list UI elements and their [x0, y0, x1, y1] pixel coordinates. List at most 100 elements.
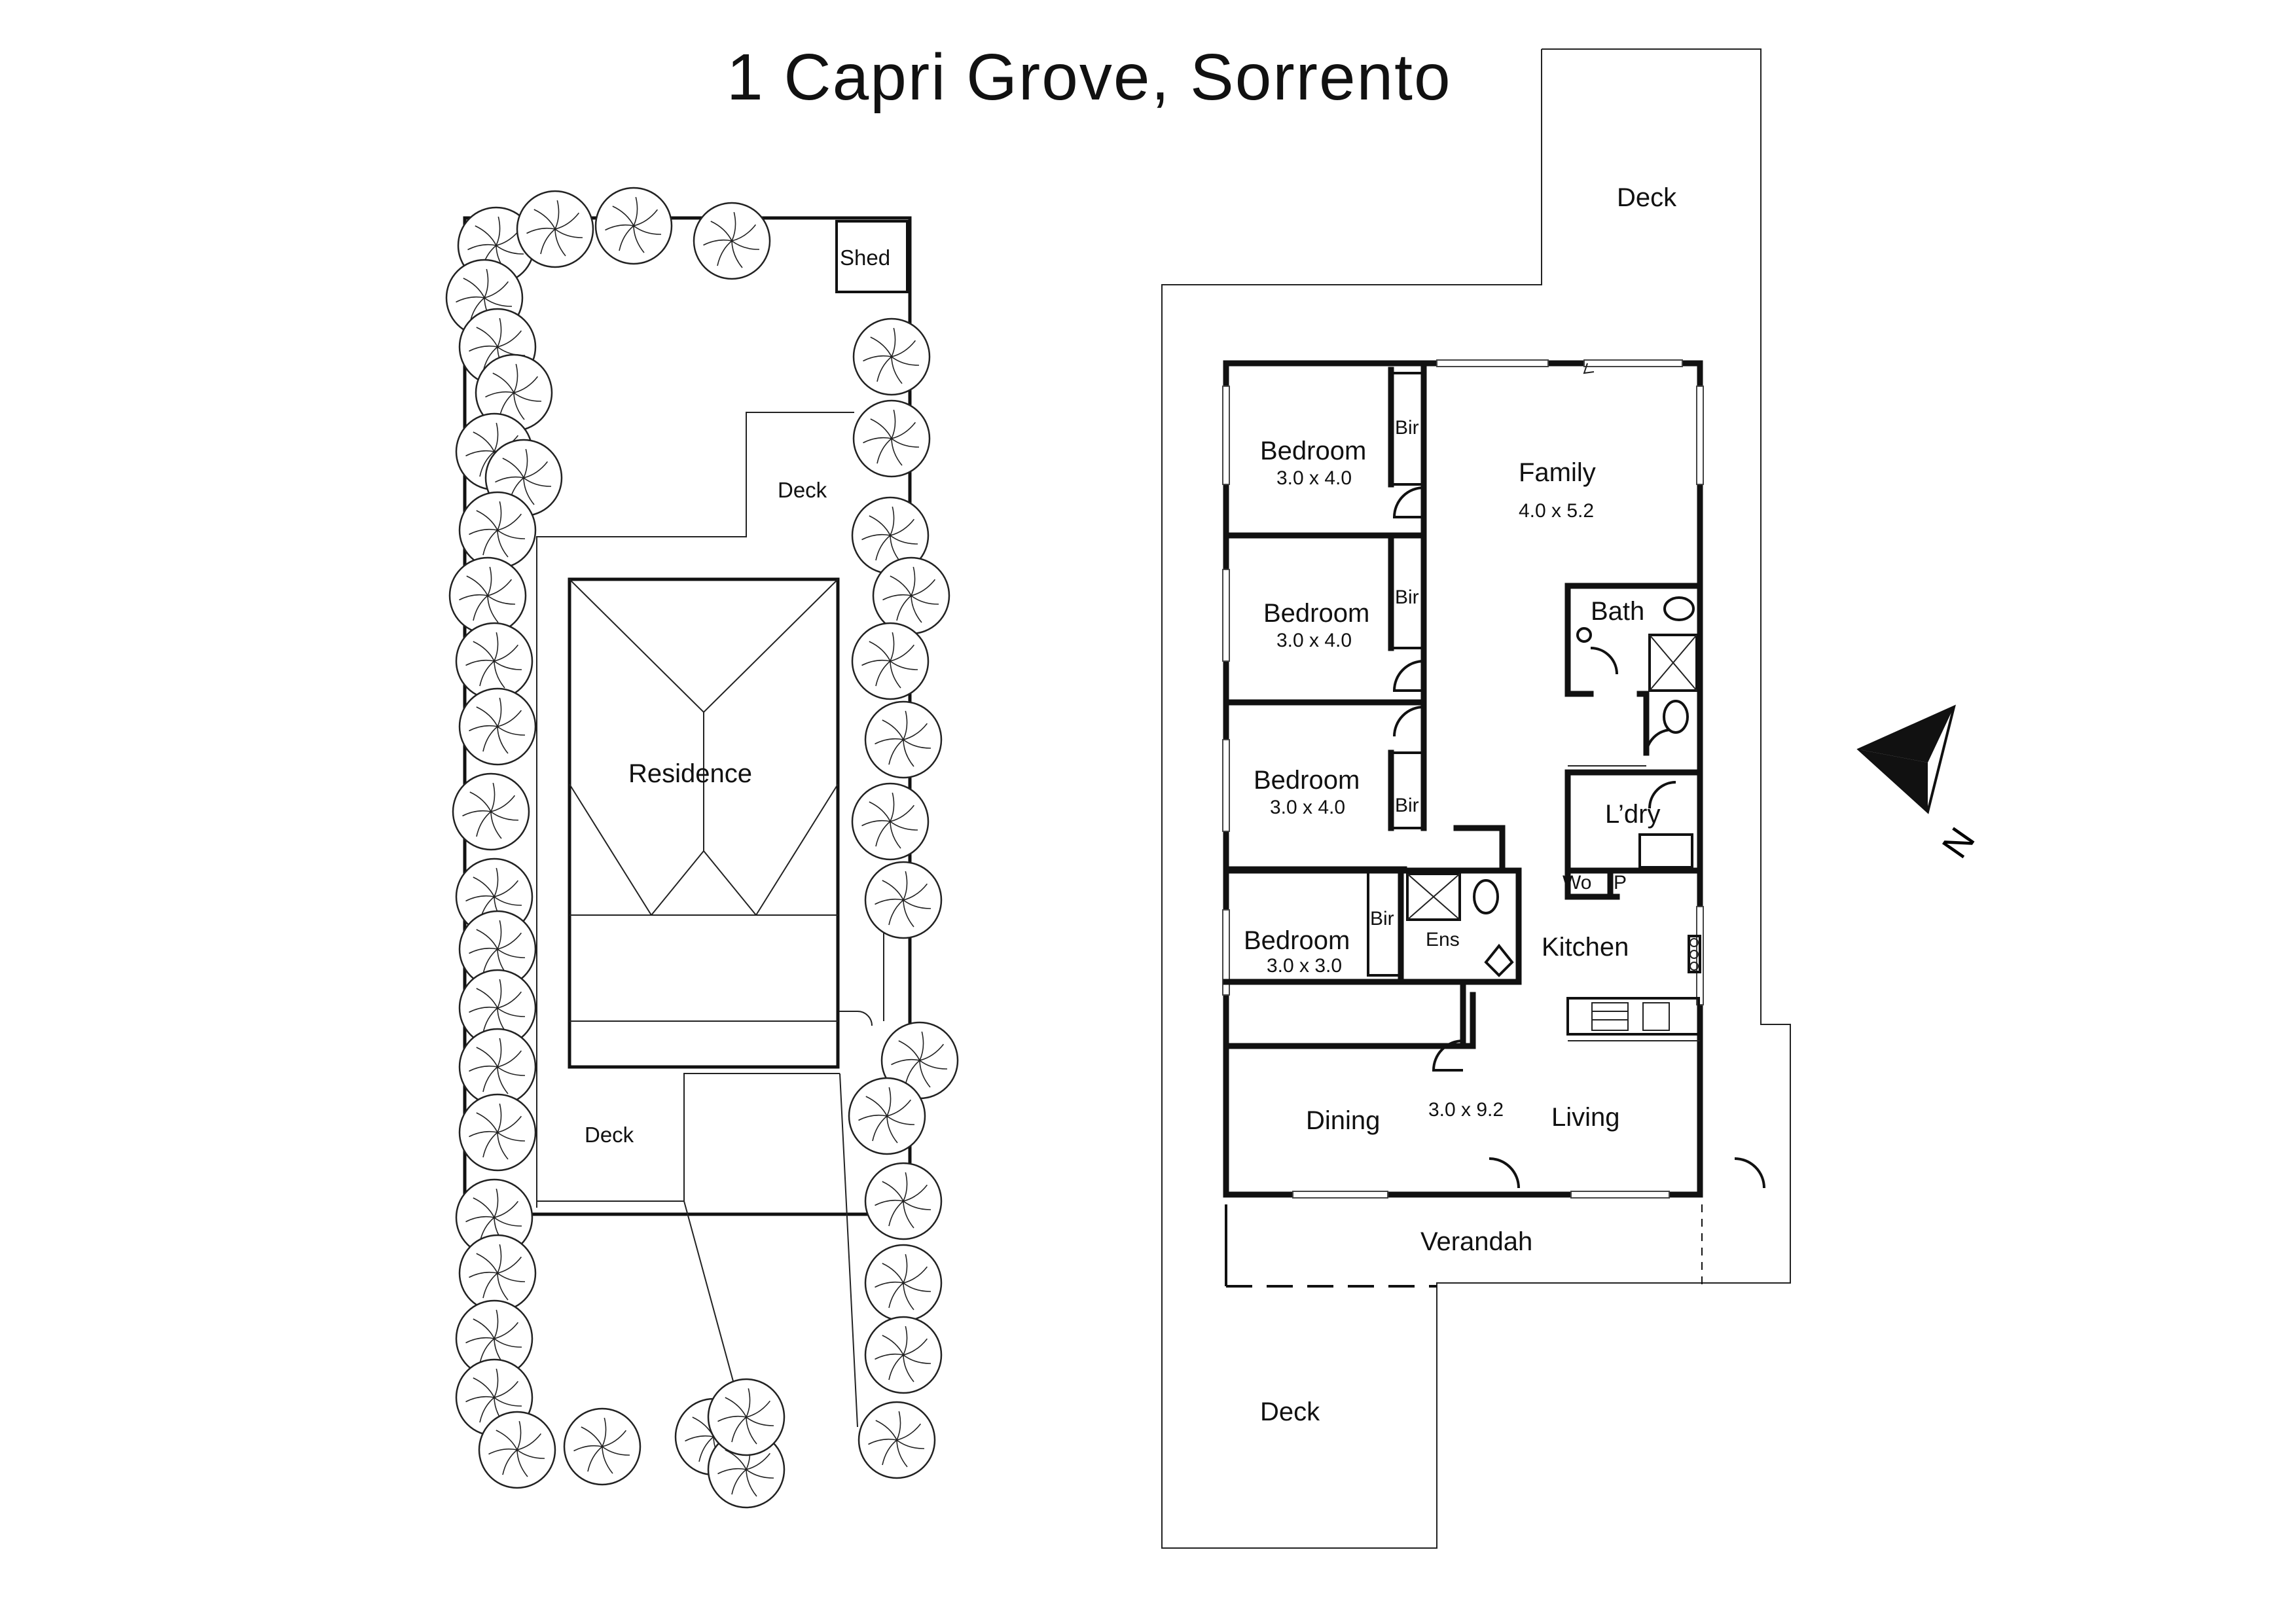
- bir-label: Bir: [1395, 417, 1419, 439]
- window: [1696, 386, 1704, 485]
- kitchen-bench: [1566, 997, 1700, 1036]
- deck-upper-label: Deck: [778, 478, 827, 502]
- shed-label: Shed: [840, 245, 890, 270]
- tree-icon: [852, 399, 931, 478]
- tree-icon: [563, 1407, 642, 1486]
- tree-icon: [872, 556, 950, 635]
- tree-icon: [458, 1028, 537, 1106]
- tree-icon: [458, 491, 537, 569]
- property-title: 1 Capri Grove, Sorrento: [727, 41, 1452, 114]
- deck-outline-lower: [537, 1073, 840, 1202]
- shower-bath: [1648, 634, 1698, 692]
- bedroom1-dims: 3.0 x 4.0: [1276, 467, 1352, 489]
- ensuite-label: Ens: [1426, 929, 1460, 950]
- tree-icon: [851, 622, 930, 700]
- tree-icon: [458, 1234, 537, 1312]
- tree-icon: [851, 496, 930, 575]
- tree-icon: [852, 317, 931, 396]
- bedroom4-label: Bedroom: [1244, 926, 1350, 955]
- tree-icon: [864, 1162, 943, 1240]
- living-dims: 3.0 x 9.2: [1428, 1099, 1504, 1121]
- site-plan: Shed Deck Deck Residence: [445, 187, 959, 1509]
- slide-marker: [1583, 363, 1595, 374]
- bir-1: [1390, 372, 1425, 486]
- bath-walls: [1564, 583, 1703, 874]
- tree-icon: [693, 202, 771, 280]
- wo-label: Wo: [1563, 872, 1591, 893]
- door-arc: [1645, 729, 1670, 753]
- north-arrow: N: [1856, 704, 1983, 865]
- floor-plan: Deck Deck Verandah: [1161, 48, 1791, 1549]
- toilet-wc: [1663, 700, 1689, 734]
- bir-label: Bir: [1395, 586, 1419, 608]
- laundry-tub: [1638, 833, 1693, 869]
- toilet: [1473, 879, 1499, 914]
- tree-icon: [858, 1401, 936, 1479]
- bir-label: Bir: [1395, 795, 1419, 816]
- basin: [1484, 943, 1514, 977]
- window: [1222, 909, 1230, 996]
- residence-label: Residence: [628, 759, 752, 788]
- tree-icon: [864, 1244, 943, 1322]
- window: [1570, 1191, 1670, 1199]
- ensuite-walls: [1223, 867, 1522, 1049]
- door-arc: [1432, 1039, 1464, 1072]
- tree-icon: [452, 772, 530, 851]
- window: [1222, 569, 1230, 662]
- tree-icon: [851, 782, 930, 861]
- bedroom4-dims: 3.0 x 3.0: [1267, 955, 1342, 977]
- window: [1583, 359, 1683, 367]
- tree-icon: [458, 969, 537, 1047]
- tree-icon: [455, 1178, 533, 1257]
- bath-label: Bath: [1591, 597, 1644, 626]
- door-arc: [1734, 1157, 1765, 1189]
- door-arc: [1590, 647, 1618, 675]
- path-edge-right: [839, 1073, 858, 1428]
- trees: [445, 187, 959, 1509]
- basin: [1576, 627, 1592, 643]
- family-label: Family: [1519, 458, 1596, 487]
- deck-outline: [1161, 48, 1791, 1549]
- pantry-label: P: [1614, 872, 1627, 893]
- tree-icon: [448, 556, 527, 635]
- tree-icon: [864, 1316, 943, 1394]
- shed: [835, 220, 909, 293]
- laundry-label: L’dry: [1605, 800, 1661, 829]
- shower: [1406, 873, 1461, 921]
- residence-roof: [568, 577, 873, 1069]
- tree-icon: [707, 1378, 786, 1456]
- tree-icon: [455, 622, 533, 700]
- bedroom1-label: Bedroom: [1260, 437, 1366, 465]
- kitchen-label: Kitchen: [1542, 933, 1629, 962]
- bedroom3-label: Bedroom: [1254, 766, 1360, 795]
- tree-icon: [458, 1093, 537, 1172]
- kitchen-walls: [1564, 867, 1620, 900]
- tree-icon: [864, 700, 943, 779]
- window: [1222, 739, 1230, 832]
- cooktop: [1688, 935, 1701, 973]
- toilet-bath: [1663, 596, 1695, 621]
- north-label: N: [1934, 820, 1983, 865]
- verandah-label: Verandah: [1420, 1227, 1532, 1256]
- door-arc: [1648, 781, 1676, 809]
- bedroom2-dims: 3.0 x 4.0: [1276, 630, 1352, 651]
- door-arc: [1489, 1157, 1520, 1189]
- dining-label: Dining: [1306, 1106, 1380, 1135]
- tree-icon: [594, 187, 673, 265]
- bir-2: [1390, 535, 1425, 649]
- door-arc: [1392, 486, 1424, 518]
- deck-north-label: Deck: [1617, 183, 1677, 212]
- window: [1436, 359, 1549, 367]
- tree-icon: [516, 190, 594, 268]
- bedroom3-dims: 3.0 x 4.0: [1270, 797, 1345, 818]
- tree-icon: [864, 861, 943, 939]
- window: [1292, 1191, 1388, 1199]
- door-arc: [1393, 706, 1424, 737]
- family-dims: 4.0 x 5.2: [1519, 500, 1594, 522]
- door-arc: [1392, 660, 1424, 692]
- living-label: Living: [1551, 1103, 1620, 1132]
- deck-outline: [536, 412, 854, 1208]
- tree-icon: [848, 1077, 926, 1155]
- bir-3: [1390, 751, 1425, 829]
